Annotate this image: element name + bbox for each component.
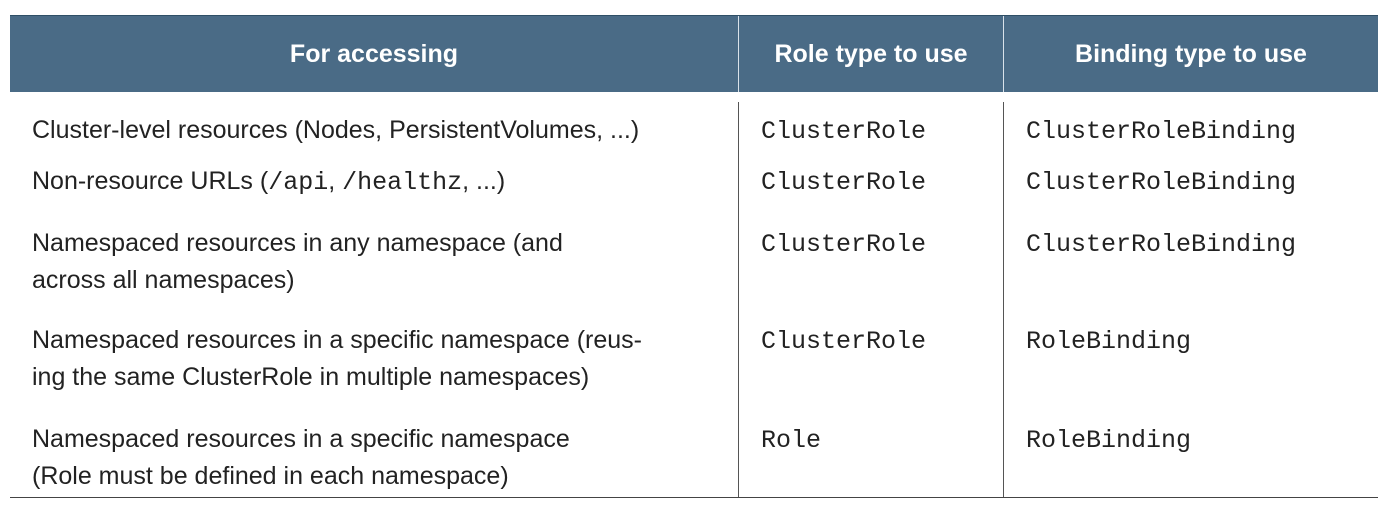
access-text-line1: Namespaced resources in any namespace (a… bbox=[32, 229, 563, 257]
access-cell: Namespaced resources in any namespace (a… bbox=[10, 214, 739, 312]
role-type: ClusterRole bbox=[761, 117, 927, 146]
binding-type: RoleBinding bbox=[1026, 426, 1192, 455]
role-type: ClusterRole bbox=[761, 230, 927, 259]
table-row: Namespaced resources in a specific names… bbox=[10, 411, 1378, 497]
header-for-accessing: For accessing bbox=[10, 16, 739, 92]
header-binding-type: Binding type to use bbox=[1075, 39, 1307, 68]
access-text-line2: ing the same ClusterRole in multiple nam… bbox=[32, 363, 590, 391]
access-text-line1: Namespaced resources in a specific names… bbox=[32, 425, 570, 453]
binding-type: ClusterRoleBinding bbox=[1026, 168, 1297, 197]
role-type: Role bbox=[761, 426, 822, 455]
access-cell: Namespaced resources in a specific names… bbox=[10, 411, 739, 497]
binding-cell: ClusterRoleBinding bbox=[1004, 102, 1378, 152]
role-cell: ClusterRole bbox=[739, 214, 1004, 312]
binding-type: RoleBinding bbox=[1026, 327, 1192, 356]
role-cell: ClusterRole bbox=[739, 102, 1004, 152]
table-row: Namespaced resources in a specific names… bbox=[10, 312, 1378, 411]
binding-type: ClusterRoleBinding bbox=[1026, 230, 1297, 259]
binding-type: ClusterRoleBinding bbox=[1026, 117, 1297, 146]
table-header: For accessing Role type to use Binding t… bbox=[10, 16, 1378, 92]
access-text-line2: across all namespaces) bbox=[32, 266, 295, 294]
role-type: ClusterRole bbox=[761, 168, 927, 197]
role-cell: ClusterRole bbox=[739, 312, 1004, 411]
access-text-suffix: , ...) bbox=[462, 167, 506, 195]
access-text-line1: Namespaced resources in a specific names… bbox=[32, 326, 642, 354]
access-cell: Non-resource URLs (/api, /healthz, ...) bbox=[10, 152, 739, 214]
rbac-table: For accessing Role type to use Binding t… bbox=[10, 15, 1378, 498]
access-text-line2: (Role must be defined in each namespace) bbox=[32, 462, 509, 490]
binding-cell: RoleBinding bbox=[1004, 312, 1378, 411]
access-code-healthz: /healthz bbox=[342, 168, 463, 197]
access-text-sep: , bbox=[328, 167, 343, 195]
access-text: Cluster-level resources (Nodes, Persiste… bbox=[32, 116, 640, 144]
binding-cell: ClusterRoleBinding bbox=[1004, 152, 1378, 214]
header-role-type: Role type to use bbox=[739, 16, 1004, 92]
binding-cell: ClusterRoleBinding bbox=[1004, 214, 1378, 312]
binding-cell: RoleBinding bbox=[1004, 411, 1378, 497]
table-row: Non-resource URLs (/api, /healthz, ...) … bbox=[10, 152, 1378, 214]
table-row: Cluster-level resources (Nodes, Persiste… bbox=[10, 92, 1378, 152]
access-code-api: /api bbox=[268, 168, 329, 197]
access-cell: Cluster-level resources (Nodes, Persiste… bbox=[10, 102, 739, 152]
role-type: ClusterRole bbox=[761, 327, 927, 356]
access-cell: Namespaced resources in a specific names… bbox=[10, 312, 739, 411]
table-body: Cluster-level resources (Nodes, Persiste… bbox=[10, 92, 1378, 497]
role-cell: Role bbox=[739, 411, 1004, 497]
access-text-prefix: Non-resource URLs ( bbox=[32, 167, 269, 195]
role-cell: ClusterRole bbox=[739, 152, 1004, 214]
table-row: Namespaced resources in any namespace (a… bbox=[10, 214, 1378, 312]
